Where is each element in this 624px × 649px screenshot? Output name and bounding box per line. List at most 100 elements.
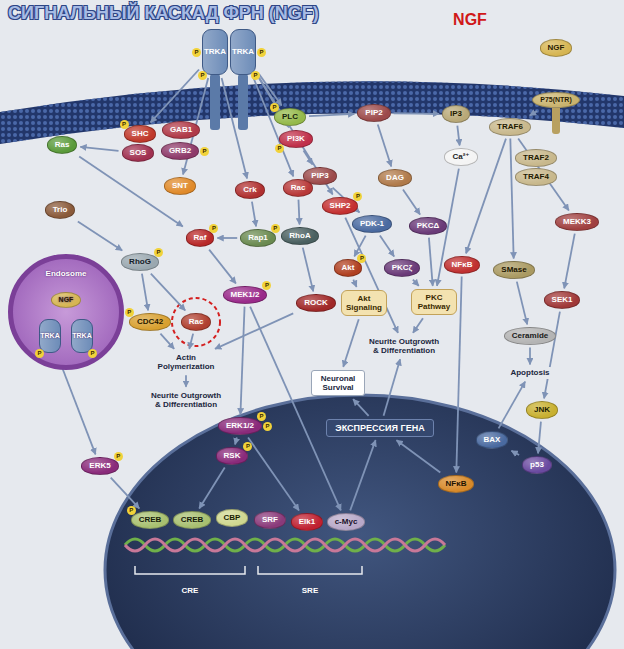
protein-oval: SMase [493,261,534,278]
protein-oval: RSK [216,447,249,464]
protein-oval: ERK5 [81,457,118,474]
phospho-marker: P [271,224,280,233]
signal-arrow [217,237,237,239]
node-text: GRB2 [169,146,191,155]
protein-oval: NFκB [438,475,475,492]
node-text: Ceramide [512,331,548,340]
protein-oval: p53 [522,456,552,473]
cell-membrane [0,81,624,144]
protein-oval: PIP2 [357,104,390,121]
signal-arrow [222,78,247,178]
node-text: PLC [282,112,298,121]
phospho-marker: P [35,349,44,358]
node-text: Elk1 [299,517,315,526]
node-text: Akt [342,263,355,272]
protein-oval: c-Myc [327,513,366,530]
phospho-marker: P [192,48,201,57]
node-text: Apoptosis [510,368,549,377]
protein-oval: RhoA [281,227,318,244]
node-text: Crk [243,185,256,194]
protein-oval: ERK1/2 [218,417,262,434]
signal-arrow [142,274,148,311]
signal-arrow [111,478,140,509]
signal-arrow [517,282,527,325]
node-text: RhoG [129,257,151,266]
nucleus [105,395,615,649]
protein-oval: TRAF4 [515,168,557,185]
node-text: Trio [53,205,68,214]
protein-oval: GAB1 [162,121,200,138]
protein-oval: TRAF2 [515,149,557,166]
outcome-box: Neuronal Survival [311,370,365,396]
node-text: DAG [386,173,404,182]
bracket [135,566,362,574]
signal-arrow [189,334,193,349]
node-text: Ras [55,140,70,149]
endosome: EndosomeNGFTRKATRKA [8,254,124,370]
receptor: TRKA [39,319,61,353]
signal-arrow [240,307,244,415]
signal-arrow [394,112,439,114]
node-text: Actin Polymerization [153,353,219,371]
signal-arrow [209,250,236,284]
node-text: Rap1 [248,233,268,242]
signal-arrow [499,382,526,429]
node-text: TRAF4 [523,172,549,181]
node-text: SHC [132,129,149,138]
signal-arrow [252,202,256,227]
node-text: MEK1/2 [231,290,260,299]
node-text: Rac [291,183,306,192]
response-element-label: SRE [302,586,318,595]
signal-arrow [185,375,187,387]
protein-oval: GRB2 [161,142,199,159]
protein-oval: BAX [476,431,509,448]
protein-oval: PDK-1 [352,215,392,232]
phospho-marker: P [198,71,207,80]
node-text: PI3K [287,134,305,143]
signal-arrow [354,236,365,257]
phospho-marker: P [154,248,163,257]
signal-arrow [298,200,299,225]
node-text: JNK [534,405,550,414]
node-text: Endosome [13,269,119,278]
membrane-lipids [0,81,624,144]
protein-oval: JNK [526,401,558,418]
node-text: p53 [530,460,544,469]
protein-oval: NFκB [444,256,481,273]
protein-oval: Rap1 [240,229,276,246]
node-text: MEKK3 [563,217,591,226]
node-text: NGF [548,43,565,52]
protein-oval: ROCK [296,294,336,311]
process-label: Apoptosis [507,367,552,378]
signal-arrow [248,438,299,511]
signal-arrow [456,277,461,473]
node-text: ERK5 [89,461,110,470]
signal-arrow [530,111,537,115]
node-text: Neurite Outgrowth & Differentiation [148,391,224,409]
signal-arrow [235,438,237,445]
signal-arrow [403,190,420,215]
protein-oval: MEK1/2 [223,286,268,303]
node-text: TRKA [232,47,254,56]
signal-arrow [259,77,333,194]
node-text: PKC Pathway [416,293,452,311]
dna-strand [125,539,445,551]
protein-oval: SHC [124,125,157,142]
protein-oval: PKCΔ [409,217,448,234]
protein-oval: NGF [51,292,82,308]
protein-oval: CREB [131,511,170,528]
process-label: Neurite Outgrowth & Differentiation [145,390,227,410]
signal-arrow [413,280,419,286]
protein-oval: TRAF6 [489,118,531,135]
node-text: PKCΔ [417,221,440,230]
node-text: SEK1 [552,295,573,304]
protein-oval: SHP2 [322,197,359,214]
signal-arrow [511,451,519,455]
node-text: ERK1/2 [226,421,254,430]
signal-arrow [510,139,513,259]
signal-arrow [215,313,293,348]
node-text: SRF [262,515,278,524]
signal-arrow [564,234,575,289]
phospho-marker: P [120,120,129,129]
node-text: ROCK [304,298,328,307]
